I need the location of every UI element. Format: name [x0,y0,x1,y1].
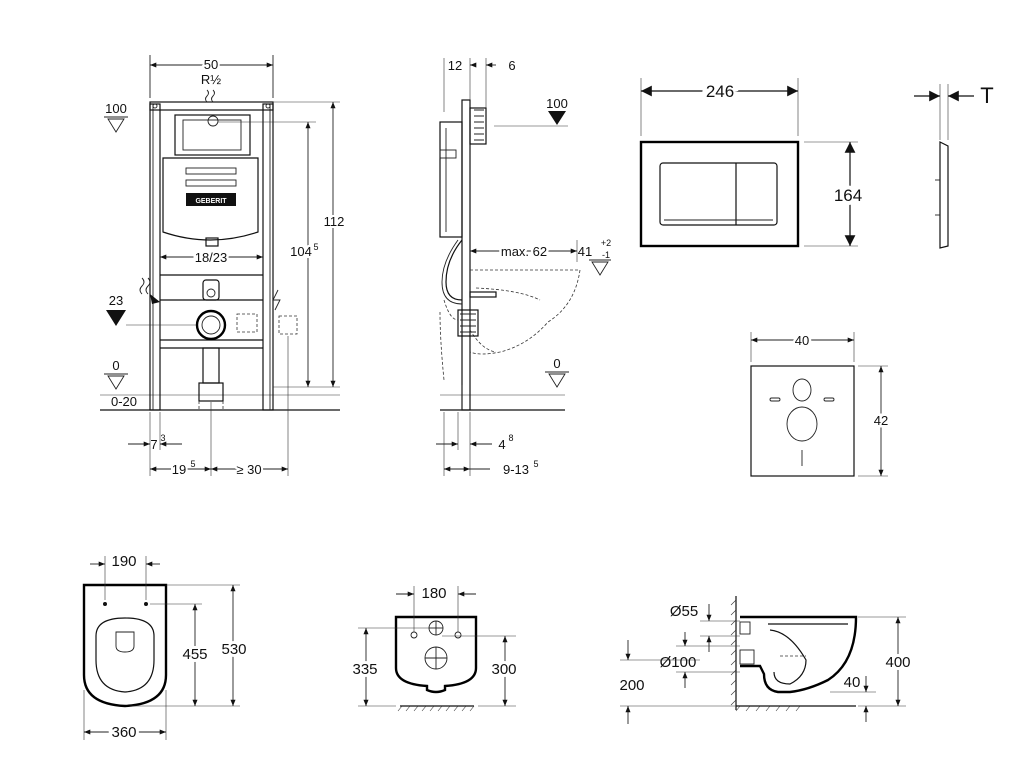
frame-dimensions: 50 R½ 100 112 104 5 18/23 23 0 0-20 [104,55,346,479]
dim-min-30: ≥ 30 [236,462,261,477]
dim-18-23: 18/23 [195,250,228,265]
level-100-right: 100 [546,96,568,111]
level-0-left: 0 [112,358,119,373]
dim-42: 42 [874,413,888,428]
insulation-pad-view [750,365,855,477]
dim-164: 164 [834,186,862,205]
dim-4-8: 4 [498,437,505,452]
dim-104-5-sup: 5 [313,242,318,252]
dim-12: 12 [448,58,462,73]
level-0-right: 0 [553,356,560,371]
level-100-left: 100 [105,101,127,116]
dim-190: 190 [111,553,136,570]
toilet-side-view [730,596,858,712]
frame-front-view: GEBERIT [100,89,340,411]
dim-7-3: 7 [150,437,157,452]
dim-50: 50 [204,57,218,72]
brand-label: GEBERIT [195,198,227,205]
dim-41: 41 [578,244,592,259]
dim-7-3-sup: 3 [160,433,165,443]
dim-180: 180 [421,585,446,602]
dim-0-20: 0-20 [111,394,137,409]
dim-360: 360 [111,724,136,741]
flush-plate-view [639,140,949,249]
dim-530: 530 [221,641,246,658]
dim-104-5: 104 [290,244,312,259]
side-dimensions: 12 6 100 max. 62 41 +2 -1 0 4 8 9-13 5 [436,58,611,477]
frame-side-view [439,99,581,411]
dim-9-13-5-sup: 5 [533,459,538,469]
dim-T: T [980,83,993,108]
dim-200: 200 [619,677,644,694]
dim-4-8-sup: 8 [508,433,513,443]
dim-41-tol-minus: -1 [602,250,610,260]
dim-max-62: max. 62 [501,244,547,259]
dim-112: 112 [324,214,345,229]
level-23: 23 [109,293,123,308]
dim-246: 246 [706,82,734,101]
dim-dia-55: Ø55 [670,603,698,620]
dim-40-pad: 40 [795,333,809,348]
toilet-top-view [82,583,168,708]
toilet-top-dimensions: 190 455 530 360 [83,553,250,744]
dim-300: 300 [491,661,516,678]
dim-19-5: 19 [172,462,186,477]
toilet-back-dimensions: 180 335 300 [349,585,520,707]
dim-9-13-5: 9-13 [503,462,529,477]
toilet-back-view [394,615,478,712]
dim-335: 335 [352,661,377,678]
dim-41-tol-plus: +2 [601,238,611,248]
dim-6: 6 [508,58,515,73]
dim-40-side: 40 [844,674,861,691]
dim-r-half: R½ [201,72,221,87]
dim-19-5-sup: 5 [190,459,195,469]
flush-plate-dimensions: 246 164 T [640,78,994,247]
insulation-pad-dimensions: 40 42 [750,331,891,477]
toilet-side-dimensions: Ø55 Ø100 200 400 40 [619,603,914,724]
dim-dia-100: Ø100 [660,654,697,671]
dim-455: 455 [182,646,207,663]
dim-400: 400 [885,654,910,671]
